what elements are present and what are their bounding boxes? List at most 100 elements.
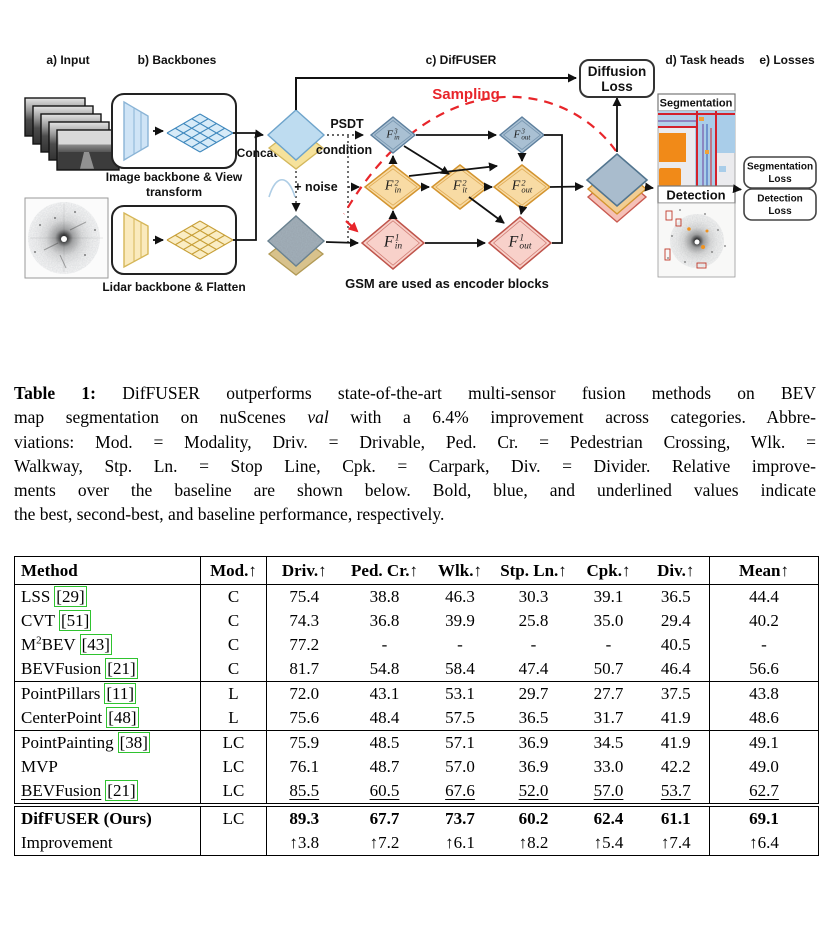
image-encoder-icon bbox=[123, 100, 149, 162]
citation-link[interactable]: [21] bbox=[105, 658, 138, 679]
cell-value: 48.5 bbox=[341, 730, 428, 755]
cell-value: ↑5.4 bbox=[593, 833, 624, 852]
cell-modality: LC bbox=[200, 779, 267, 805]
diffusion-loss-box: Diffusion Loss bbox=[579, 59, 655, 98]
lidar-encoder-icon bbox=[123, 211, 149, 269]
citation-link[interactable]: [48] bbox=[106, 707, 139, 728]
node-f1-out bbox=[487, 216, 553, 270]
diffusion-loss-label-2: Loss bbox=[601, 79, 633, 94]
cell-value: 54.8 bbox=[369, 659, 400, 678]
caption-line: the best, second-best, and baseline perf… bbox=[14, 502, 816, 526]
cell-value: 48.4 bbox=[369, 708, 400, 727]
cell-modality bbox=[200, 831, 267, 856]
cell-method: PointPainting[38] bbox=[14, 730, 201, 755]
cell-value: 73.7 bbox=[427, 803, 493, 831]
cell-value: ↑6.4 bbox=[749, 833, 779, 852]
cell-value: 61.1 bbox=[642, 803, 710, 831]
cell-value: 57.0 bbox=[593, 781, 624, 800]
cell-value: 75.4 bbox=[289, 587, 320, 606]
cell-value: 56.6 bbox=[749, 659, 779, 678]
caption-line: Table 1: DifFUSER outperforms state-of-t… bbox=[14, 381, 816, 405]
cell-value: 67.6 bbox=[445, 781, 475, 800]
citation-link[interactable]: [43] bbox=[79, 634, 112, 655]
cell-modality: C bbox=[200, 609, 267, 633]
sampling-arrow bbox=[345, 220, 359, 233]
cell-value: 48.6 bbox=[749, 708, 779, 727]
detection-loss-box: Detection Loss bbox=[743, 188, 817, 221]
cell-method: BEVFusion[21] bbox=[14, 657, 201, 682]
node-f2-out bbox=[492, 164, 552, 210]
cell-value: 76.1 bbox=[289, 757, 320, 776]
fused-to-diffusion-line bbox=[295, 73, 577, 110]
output-to-heads-arrow bbox=[644, 182, 654, 192]
caption-text: Table 1: bbox=[14, 383, 123, 403]
cell-value: 29.4 bbox=[642, 609, 710, 633]
cell-modality: L bbox=[200, 706, 267, 731]
cell-value: 37.5 bbox=[642, 681, 710, 706]
cell-value: 85.5 bbox=[289, 781, 320, 800]
condition-dotted-lines bbox=[291, 130, 364, 243]
cell-value: 35.0 bbox=[593, 611, 624, 630]
cell-method: PointPillars[11] bbox=[14, 681, 201, 706]
cell-value: 60.5 bbox=[369, 781, 400, 800]
output-feature-stack bbox=[585, 152, 649, 223]
caption-text: Walkway, Stp. Ln. = Stop Line, Cpk. = Ca… bbox=[14, 455, 816, 476]
citation-link[interactable]: [51] bbox=[59, 610, 92, 631]
cell-value: 81.7 bbox=[289, 659, 320, 678]
cell-value: 75.9 bbox=[266, 730, 342, 755]
concat-label: Concat bbox=[237, 146, 278, 160]
citation-link[interactable]: [29] bbox=[54, 586, 87, 607]
citation-link[interactable]: [21] bbox=[105, 780, 138, 801]
method-name: PointPillars bbox=[21, 684, 101, 703]
cell-value: 58.4 bbox=[445, 659, 475, 678]
column-header: Stp. Ln.↑ bbox=[492, 556, 575, 585]
cell-value: 42.2 bbox=[642, 755, 710, 779]
method-name: LSS bbox=[21, 587, 51, 606]
panel-label-input: a) Input bbox=[46, 53, 89, 67]
cell-value: 36.8 bbox=[369, 611, 400, 630]
cell-value: 31.7 bbox=[593, 708, 624, 727]
cell-value: 89.3 bbox=[266, 803, 342, 831]
cell-value: 43.1 bbox=[341, 681, 428, 706]
caption-text: val bbox=[307, 407, 329, 428]
cell-value: 39.9 bbox=[445, 611, 475, 630]
cell-value: 72.0 bbox=[266, 681, 342, 706]
cell-method: BEVFusion[21] bbox=[14, 779, 201, 805]
cell-value: 46.3 bbox=[445, 587, 475, 606]
condition-label: condition bbox=[316, 143, 372, 157]
cell-value: 41.9 bbox=[642, 706, 710, 731]
method-name: PointPainting bbox=[21, 733, 114, 752]
cell-method: CenterPoint[48] bbox=[14, 706, 201, 731]
cell-value: 48.7 bbox=[369, 757, 400, 776]
method-name: MVP bbox=[21, 757, 58, 776]
bev-grid-blue-icon bbox=[166, 113, 234, 153]
cell-value: 69.1 bbox=[709, 803, 819, 831]
noisy-feature-stack bbox=[266, 215, 326, 276]
sampling-label: Sampling bbox=[432, 86, 500, 103]
sampling-arc bbox=[343, 95, 617, 215]
cell-value: ↑6.1 bbox=[445, 833, 475, 852]
cell-method: CVT[51] bbox=[14, 609, 201, 633]
cell-value: ↑3.8 bbox=[289, 833, 320, 852]
cell-value: 43.8 bbox=[709, 681, 819, 706]
cell-method: LSS[29] bbox=[14, 584, 201, 609]
bev-grid-yellow-icon bbox=[166, 220, 234, 260]
column-header: Driv.↑ bbox=[266, 556, 342, 585]
method-name: CVT bbox=[21, 611, 55, 630]
citation-link[interactable]: [11] bbox=[104, 683, 137, 704]
citation-link[interactable]: [38] bbox=[117, 732, 150, 753]
caption-line: ments over the baseline are shown below.… bbox=[14, 478, 816, 502]
cell-value: 75.6 bbox=[289, 708, 320, 727]
cell-value: 36.5 bbox=[518, 708, 549, 727]
detection-header-label: Detection bbox=[666, 188, 725, 203]
cell-value: 74.3 bbox=[289, 611, 320, 630]
cell-value: 46.4 bbox=[642, 657, 710, 682]
